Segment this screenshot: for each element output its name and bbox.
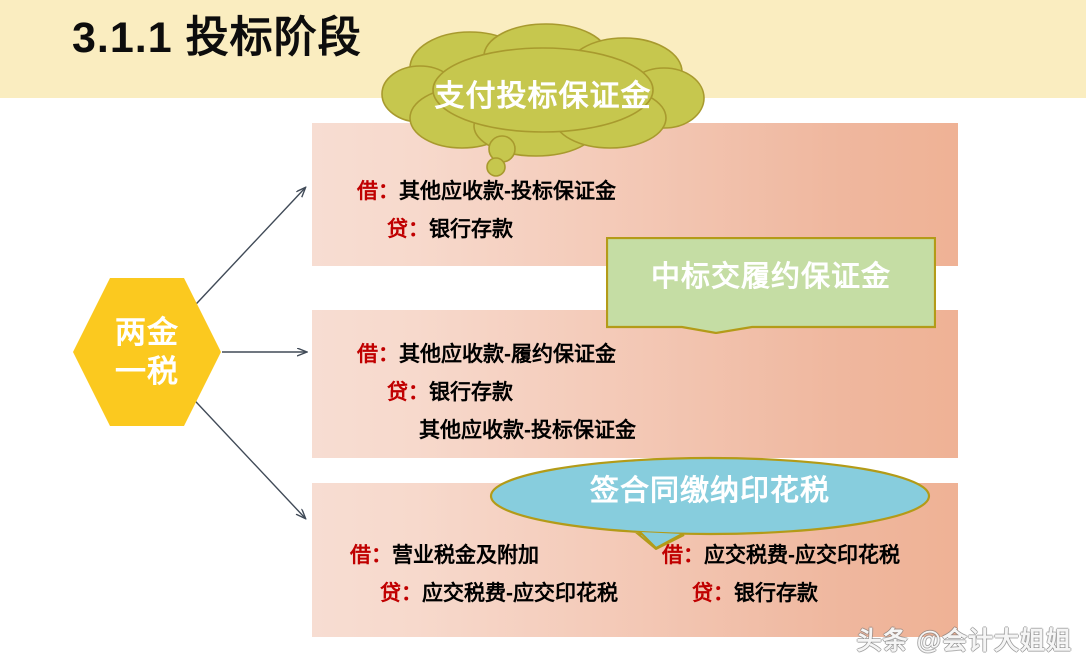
account-name: 其他应收款-履约保证金 [399, 343, 616, 366]
callout-blue-stamp-tax: 签合同缴纳印花税 [488, 456, 932, 550]
entry-band-performance-deposit: 借：其他应收款-履约保证金 贷：银行存款 其他应收款-投标保证金 [312, 310, 958, 458]
journal-line: 其他应收款-投标保证金 [357, 412, 636, 450]
credit-marker: 贷： [387, 218, 429, 241]
callout-blue-label: 签合同缴纳印花税 [589, 475, 830, 507]
entry-3-journal-lines-right: 借：应交税费-应交印花税 贷：银行存款 [662, 537, 900, 613]
page-title: 3.1.1 投标阶段 [72, 14, 362, 62]
account-name: 应交税费-应交印花税 [422, 582, 618, 605]
journal-line: 贷：银行存款 [357, 211, 616, 249]
cloud-shape-icon [381, 23, 705, 177]
journal-line: 借：其他应收款-投标保证金 [357, 173, 616, 211]
watermark: 头条 @会计大姐姐 [856, 627, 1072, 655]
debit-marker: 借： [662, 544, 704, 567]
debit-marker: 借： [350, 544, 392, 567]
callout-cloud-label: 支付投标保证金 [434, 80, 652, 113]
blue-ellipse-shape-icon [489, 456, 931, 550]
journal-line: 贷：银行存款 [357, 374, 636, 412]
journal-line: 借：应交税费-应交印花税 [662, 537, 900, 575]
account-name: 银行存款 [734, 582, 818, 605]
account-name: 其他应收款-投标保证金 [419, 419, 636, 442]
hexagon-two-deposits-one-tax: 两金 一税 [73, 278, 221, 426]
debit-marker: 借： [357, 343, 399, 366]
account-name: 银行存款 [429, 381, 513, 404]
credit-marker: 贷： [387, 381, 429, 404]
arrow-to-entry-1 [182, 188, 305, 319]
callout-cloud-pay-bid-deposit: 支付投标保证金 [378, 22, 708, 182]
credit-marker: 贷： [380, 582, 422, 605]
account-name: 应交税费-应交印花税 [704, 544, 900, 567]
green-box-shape-icon [606, 237, 936, 334]
callout-green-performance-deposit: 中标交履约保证金 [606, 237, 936, 334]
entry-1-journal-lines: 借：其他应收款-投标保证金 贷：银行存款 [357, 173, 616, 249]
arrow-to-entry-3 [182, 387, 305, 518]
journal-line: 贷：应交税费-应交印花税 [350, 575, 618, 613]
journal-line: 贷：银行存款 [662, 575, 900, 613]
journal-line: 借：营业税金及附加 [350, 537, 618, 575]
journal-line: 借：其他应收款-履约保证金 [357, 336, 636, 374]
hexagon-line-1: 两金 [115, 315, 179, 350]
entry-2-journal-lines: 借：其他应收款-履约保证金 贷：银行存款 其他应收款-投标保证金 [357, 336, 636, 450]
debit-marker: 借： [357, 180, 399, 203]
hexagon-line-2: 一税 [115, 354, 179, 389]
credit-marker: 贷： [692, 582, 734, 605]
entry-3-journal-lines-left: 借：营业税金及附加 贷：应交税费-应交印花税 [350, 537, 618, 613]
account-name: 其他应收款-投标保证金 [399, 180, 616, 203]
account-name: 营业税金及附加 [392, 544, 539, 567]
callout-green-label: 中标交履约保证金 [650, 261, 891, 293]
account-name: 银行存款 [429, 218, 513, 241]
